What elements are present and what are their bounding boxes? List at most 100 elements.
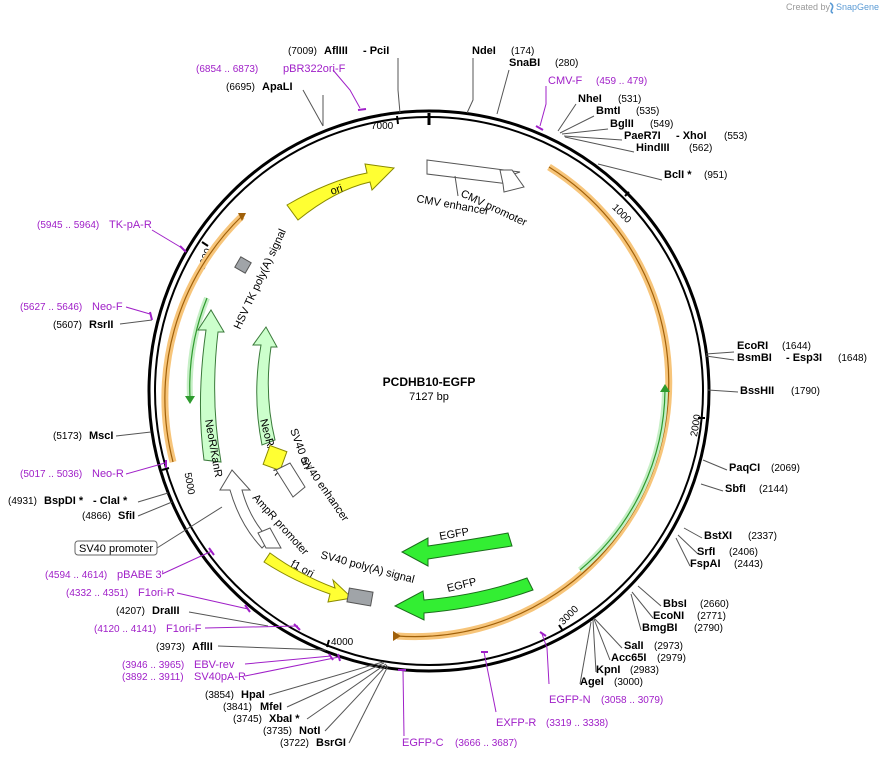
primer-egfpn-name: EGFP-N [549, 694, 591, 706]
site-hpaI-name: HpaI [241, 689, 265, 701]
site-mscI-pos: (5173) [53, 431, 82, 442]
site-srfI-pos: (2406) [729, 547, 758, 558]
orange-arc-left-head [238, 213, 246, 221]
ori-feature [286, 163, 396, 221]
primer-cmvf-name: CMV-F [548, 75, 583, 87]
site-kpnI-pos: (2983) [630, 665, 659, 676]
site-bclI-name: BclI * [664, 169, 692, 181]
site-bstXI-name: BstXI [704, 530, 732, 542]
egfp-label-outer: EGFP [446, 576, 478, 595]
primer-neor-range: (5017 .. 5036) [20, 469, 82, 480]
site-sbfI-name: SbfI [725, 483, 746, 495]
site-sfiI-pos: (4866) [82, 511, 111, 522]
site-bsrGI-name: BsrGI [316, 737, 346, 749]
hsv-tk-polya-marker [234, 256, 252, 274]
primer-neof-name: Neo-F [92, 301, 123, 313]
primer-ebvrev-range: (3946 .. 3965) [122, 660, 184, 671]
sv40-enhancer-label: SV40 enhancer [298, 455, 352, 524]
site-claI-name: - ClaI * [93, 495, 128, 507]
site-rsrII-name: RsrII [89, 319, 113, 331]
site-paeR7I-name: PaeR7I [624, 130, 661, 142]
site-salI-pos: (2973) [654, 641, 683, 652]
sv40-polya-marker [346, 587, 374, 607]
primer-exfpr-range: (3319 .. 3338) [546, 718, 608, 729]
site-draIII-name: DraIII [152, 605, 180, 617]
green-arc-left-head [185, 396, 195, 404]
site-bmgBI-name: BmgBI [642, 622, 677, 634]
site-bglII-name: BglII [610, 118, 634, 130]
primer-exfpr-name: EXFP-R [496, 717, 536, 729]
site-aflIII-name: AflIII [324, 45, 348, 57]
primer-ticks [149, 108, 547, 671]
site-bmtI-name: BmtI [596, 105, 620, 117]
egfp-label-inner: EGFP [438, 526, 470, 543]
site-ndeI-pos: (174) [511, 46, 534, 57]
neor-feature-inner [252, 326, 278, 446]
site-acc65I-pos: (2979) [657, 653, 686, 664]
f1-ori-feature [263, 552, 354, 603]
svg-text:4000: 4000 [331, 637, 354, 648]
site-bbsI-name: BbsI [663, 598, 687, 610]
site-snabI-pos: (280) [555, 58, 578, 69]
ori-label: ori [329, 183, 344, 198]
ampr-promoter-head [257, 527, 282, 549]
site-esp3I-pos: (1648) [838, 353, 867, 364]
site-xbaI-pos: (3745) [233, 714, 262, 725]
site-acc65I-name: Acc65I [611, 652, 646, 664]
site-mscI-name: MscI [89, 430, 113, 442]
site-ndeI-name: NdeI [472, 45, 496, 57]
site-hindIII-name: HindIII [636, 142, 670, 154]
snapgene-logo-icon [829, 2, 834, 14]
site-notI-name: NotI [299, 725, 320, 737]
site-sfiI-name: SfiI [118, 510, 135, 522]
egfp-feature-inner [400, 532, 513, 567]
svg-text:7000: 7000 [371, 121, 394, 132]
primer-leaders [125, 69, 550, 737]
site-hpaI-pos: (3854) [205, 690, 234, 701]
site-bmgBI-pos: (2790) [694, 623, 723, 634]
site-sbfI-pos: (2144) [759, 484, 788, 495]
neor-feature-outer [197, 309, 225, 463]
primer-pbabe-name: pBABE 3' [117, 569, 164, 581]
site-aflII-pos: (3973) [156, 642, 185, 653]
sv40-promoter-leader [156, 506, 223, 549]
site-esp3I-name: - Esp3I [786, 352, 822, 364]
site-bssHII-pos: (1790) [791, 386, 820, 397]
green-arc-right-line [579, 389, 666, 571]
sv40-ori-feature [262, 444, 288, 472]
cmv-promoter-head [499, 169, 525, 193]
site-bspDI-pos: (4931) [8, 496, 37, 507]
primer-f1orir-name: F1ori-R [138, 587, 175, 599]
site-apaLI-pos: (6695) [226, 82, 255, 93]
site-ecoNI-pos: (2771) [697, 611, 726, 622]
tick-4000: 4000 [326, 637, 354, 648]
egfp-feature-outer [393, 577, 534, 621]
site-bglII-pos: (549) [650, 119, 673, 130]
site-fspAI-pos: (2443) [734, 559, 763, 570]
backbone-outer [147, 109, 711, 673]
site-aflII-name: AflII [192, 641, 213, 653]
hsv-tk-label: HSV TK poly(A) signal [232, 227, 289, 331]
primer-egfpc-name: EGFP-C [402, 737, 444, 749]
site-notI-pos: (3735) [263, 726, 292, 737]
site-aflIII-pos: (7009) [288, 46, 317, 57]
site-mfeI-name: MfeI [260, 701, 282, 713]
svg-text:5000: 5000 [182, 472, 197, 496]
primer-pbabe-range: (4594 .. 4614) [45, 570, 107, 581]
plasmid-name: PCDHB10-EGFP [383, 375, 476, 389]
tick-7000: 7000 [371, 115, 399, 132]
primer-ebvrev-name: EBV-rev [194, 659, 235, 671]
credit-brand: SnapGene [836, 2, 879, 12]
site-snabI-name: SnaBI [509, 57, 540, 69]
site-srfI-name: SrfI [697, 546, 715, 558]
site-leaders [115, 58, 739, 744]
tick-5000: 5000 [161, 467, 197, 496]
plasmid-size: 7127 bp [409, 391, 449, 403]
primer-cmvf-range: (459 .. 479) [596, 76, 647, 87]
site-xbaI-name: XbaI * [269, 713, 300, 725]
ampr-promoter-feature [219, 469, 271, 549]
site-ecoRI-name: EcoRI [737, 340, 768, 352]
svg-text:3000: 3000 [558, 604, 582, 628]
site-bspDI-name: BspDI * [44, 495, 84, 507]
